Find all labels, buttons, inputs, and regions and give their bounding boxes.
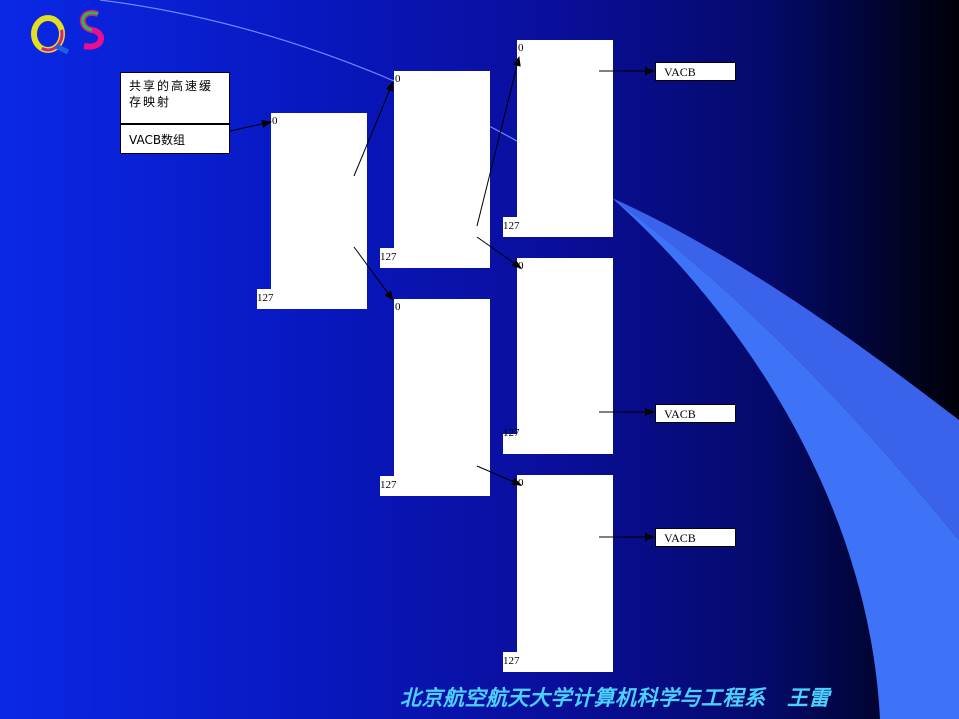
shared-cache-map-title: 共享的高速缓存映射 bbox=[129, 79, 214, 109]
arrow-level2b-to-level3c bbox=[476, 465, 522, 486]
vacb-array-label: VACB数组 bbox=[129, 133, 186, 147]
arrow-level2a-to-level3a bbox=[476, 56, 521, 227]
index-first: 0 bbox=[395, 73, 401, 85]
footer-credit: 北京航空航天大学计算机科学与工程系 王雷 bbox=[400, 685, 830, 710]
index-last: 127 bbox=[380, 479, 397, 491]
arrow-vacb-array-to-level1 bbox=[229, 120, 272, 132]
index-first: 0 bbox=[518, 42, 524, 54]
qs-logo bbox=[31, 9, 104, 55]
index-first: 0 bbox=[272, 115, 278, 127]
vacb-label: VACB bbox=[664, 65, 696, 79]
vacb-box: VACB bbox=[655, 62, 736, 81]
vacb-array-field: VACB数组 bbox=[120, 123, 230, 154]
vacb-label: VACB bbox=[664, 407, 696, 421]
swoosh-upper bbox=[612, 198, 959, 540]
arrow-level2a-to-level3b bbox=[476, 236, 522, 269]
arrow-level1-to-level2b bbox=[353, 246, 394, 301]
index-last: 127 bbox=[503, 220, 520, 232]
swoosh-lower bbox=[612, 198, 959, 719]
vacb-box: VACB bbox=[655, 528, 736, 547]
arrow-level1-to-level2a bbox=[353, 81, 394, 177]
index-last: 127 bbox=[503, 655, 520, 667]
index-last: 127 bbox=[380, 251, 397, 263]
index-first: 0 bbox=[395, 301, 401, 313]
index-last: 127 bbox=[257, 292, 274, 304]
vacb-box: VACB bbox=[655, 404, 736, 423]
vacb-label: VACB bbox=[664, 531, 696, 545]
index-last: 127 bbox=[503, 427, 520, 439]
